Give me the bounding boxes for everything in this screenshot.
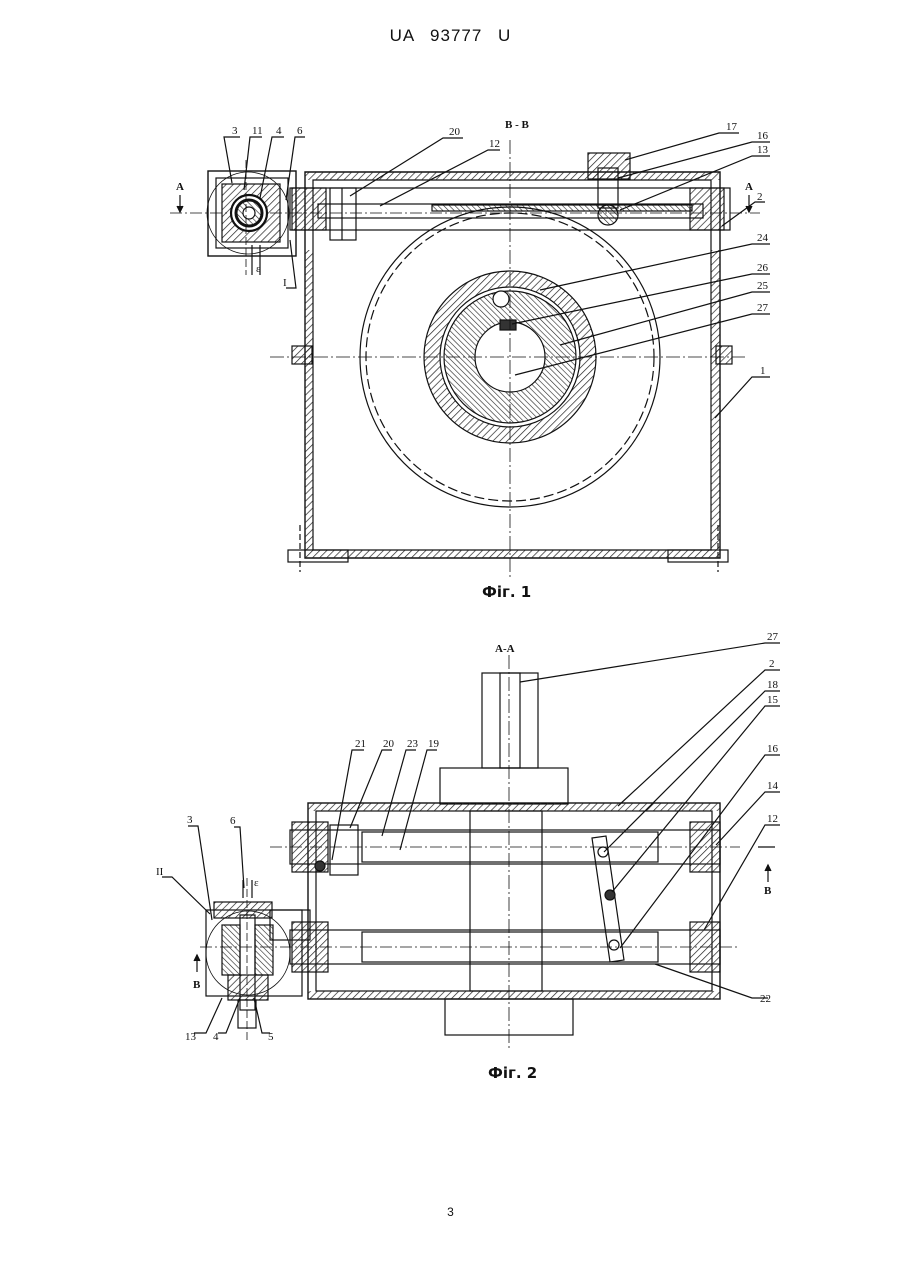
fig2-detail-mark: II [156, 866, 164, 878]
fig1-section-mark-left: A [176, 181, 184, 193]
fig2-label-13: 13 [185, 1031, 197, 1043]
fig2-label-19: 19 [428, 738, 440, 750]
figure-1-drawing [170, 133, 770, 580]
fig1-label-17: 17 [726, 121, 738, 133]
fig1-label-26: 26 [757, 262, 769, 274]
fig1-label-24: 24 [757, 232, 769, 244]
fig1-label-2: 2 [757, 191, 763, 203]
fig2-section-mark-right: B [764, 885, 772, 897]
fig2-label-5: 5 [268, 1031, 274, 1043]
fig2-label-23: 23 [407, 738, 419, 750]
fig1-label-27: 27 [757, 302, 769, 314]
fig2-section-mark-left: B [193, 979, 201, 991]
fig2-label-6: 6 [230, 815, 236, 827]
fig2-label-2: 2 [769, 658, 775, 670]
figure-2-caption: Фіг. 2 [488, 1064, 537, 1082]
fig2-label-14: 14 [767, 780, 779, 792]
fig1-section-mark-right: A [745, 181, 753, 193]
fig2-label-21: 21 [355, 738, 366, 750]
page-number: 3 [0, 1205, 901, 1219]
fig1-label-16: 16 [757, 130, 769, 142]
fig2-label-15: 15 [767, 694, 779, 706]
fig1-detail-mark: I [283, 277, 287, 289]
fig1-label-3: 3 [232, 125, 238, 137]
fig2-label-3: 3 [187, 814, 193, 826]
fig1-epsilon-mark: ε [256, 263, 261, 275]
fig1-label-12: 12 [489, 138, 500, 150]
fig1-section-title: В - В [505, 119, 530, 131]
fig2-label-27: 27 [767, 631, 779, 643]
fig2-label-22: 22 [760, 993, 771, 1005]
fig1-label-4: 4 [276, 125, 282, 137]
fig2-label-18: 18 [767, 679, 779, 691]
fig2-label-16: 16 [767, 743, 779, 755]
fig1-label-1: 1 [760, 365, 766, 377]
fig2-label-20: 20 [383, 738, 395, 750]
fig1-label-13: 13 [757, 144, 769, 156]
fig2-section-title: A-A [495, 643, 515, 655]
fig2-label-4: 4 [213, 1031, 219, 1043]
figure-1-caption: Фіг. 1 [482, 583, 531, 601]
fig1-label-6: 6 [297, 125, 303, 137]
fig2-label-12: 12 [767, 813, 778, 825]
figure-2-drawing [162, 643, 780, 1050]
fig1-label-11: 11 [252, 125, 263, 137]
fig1-label-20: 20 [449, 126, 461, 138]
fig2-epsilon-mark: ε [254, 877, 259, 889]
fig1-label-25: 25 [757, 280, 769, 292]
